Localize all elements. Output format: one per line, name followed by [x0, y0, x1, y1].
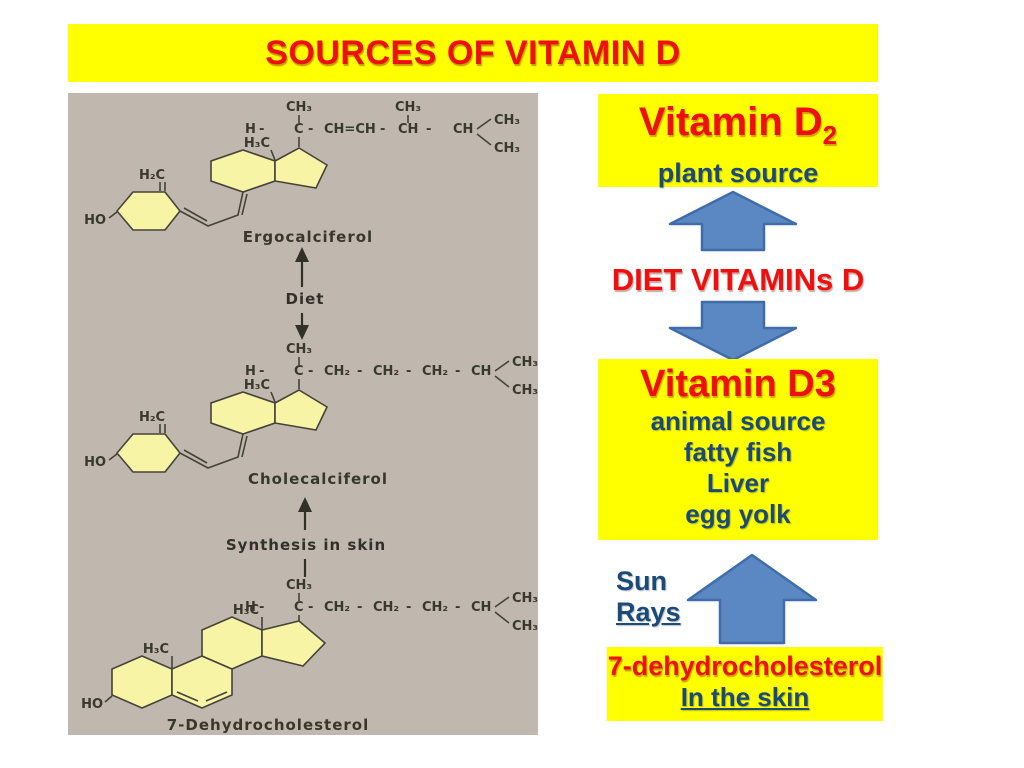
chem-label: CH₃ — [512, 355, 538, 370]
chem-label: C — [294, 122, 304, 137]
chem-label: CH₃ — [395, 100, 421, 115]
chem-label: H — [245, 600, 256, 615]
chem-label: - — [308, 364, 313, 379]
diet-arrow: Diet — [286, 247, 325, 340]
chem-label: CH₂ — [422, 364, 448, 379]
chem-label: CH — [471, 364, 491, 379]
ring-c — [210, 391, 276, 435]
title-bar: SOURCES OF VITAMIN D — [68, 24, 878, 82]
chem-label: H₂C — [139, 168, 165, 183]
chem-label: CH₃ — [286, 342, 312, 357]
vitamin-d2-subscript: 2 — [822, 120, 838, 150]
chem-label: CH₃ — [512, 591, 538, 606]
vitamin-d2-title-text: Vitamin D — [638, 100, 823, 144]
ergocalciferol-structure: CH₃ CH₃ H - C - CH=CH - CH - CH CH₃ CH₃ — [84, 100, 520, 246]
ring-d — [274, 389, 329, 431]
chem-label: - — [406, 364, 411, 379]
down-arrow-to-d3 — [668, 300, 798, 362]
vitamin-d2-title: Vitamin D2 — [598, 99, 878, 158]
chem-label: CH — [398, 122, 418, 137]
chem-label: CH₃ — [512, 383, 538, 398]
cholecalciferol-structure: CH₃ H - C - CH₂ - CH₂ - CH₂ - CH CH₃ CH₃ — [84, 342, 538, 488]
vitamin-d3-title: Vitamin D3 — [640, 363, 836, 405]
chem-label: - — [380, 122, 385, 137]
chem-label: CH=CH — [324, 122, 376, 137]
chem-label: - — [455, 600, 460, 615]
ring-d — [274, 147, 329, 189]
dehydrocholesterol-title: 7-dehydrocholesterol — [607, 651, 883, 681]
chem-label: - — [259, 600, 264, 615]
chem-label: - — [259, 122, 264, 137]
chem-label: H₃C — [233, 603, 259, 618]
dehydrocholesterol-subtitle: In the skin — [680, 682, 810, 712]
ring-c — [210, 149, 276, 193]
chem-label: CH₂ — [324, 600, 350, 615]
chem-label: - — [357, 600, 362, 615]
chem-label: H₃C — [244, 136, 270, 151]
chem-label: CH₃ — [494, 113, 520, 128]
structure-name: 7-Dehydrocholesterol — [167, 716, 370, 734]
chem-label: CH₃ — [512, 619, 538, 634]
vitamin-d3-line: Liver — [706, 468, 770, 498]
chem-label: CH₂ — [422, 600, 448, 615]
chem-label: H₃C — [244, 378, 270, 393]
chem-label: CH₂ — [373, 600, 399, 615]
vitamin-d3-line: fatty fish — [683, 437, 793, 467]
ring-d — [261, 620, 327, 667]
sun-rays-label: Sun Rays — [616, 566, 681, 628]
chem-label: - — [308, 600, 313, 615]
page-title: SOURCES OF VITAMIN D — [265, 33, 681, 72]
ring-a — [115, 191, 182, 231]
structure-name: Ergocalciferol — [243, 228, 373, 246]
chem-label: - — [357, 364, 362, 379]
chem-label: CH₃ — [286, 100, 312, 115]
chem-label: - — [259, 364, 264, 379]
chem-label: H₂C — [139, 410, 165, 425]
synthesis-arrow: Synthesis in skin — [226, 497, 386, 577]
diet-vitamins-label: DIET VITAMINs D — [611, 262, 865, 297]
chem-label: HO — [84, 455, 106, 470]
synthesis-label: Synthesis in skin — [226, 536, 386, 554]
ring-a — [115, 433, 182, 473]
chem-label: CH₂ — [373, 364, 399, 379]
chem-label: C — [294, 364, 304, 379]
chem-label: C — [294, 600, 304, 615]
vitamin-d3-line: animal source — [650, 406, 826, 436]
chem-label: - — [406, 600, 411, 615]
vitamin-d2-subtitle: plant source — [657, 158, 819, 188]
chem-label: CH — [471, 600, 491, 615]
diet-label: Diet — [286, 290, 325, 308]
chem-label: CH₂ — [324, 364, 350, 379]
chem-label: - — [426, 122, 431, 137]
sun-label-line1: Sun — [616, 566, 667, 596]
chem-label: HO — [84, 213, 106, 228]
chemical-pathway-figure: CH₃ CH₃ H - C - CH=CH - CH - CH CH₃ CH₃ — [68, 93, 538, 735]
ring-a — [111, 655, 173, 709]
vitamin-d3-line: egg yolk — [685, 499, 791, 529]
chem-label: - — [308, 122, 313, 137]
chem-label: CH₃ — [286, 578, 312, 593]
structure-name: Cholecalciferol — [248, 470, 388, 488]
up-arrow-sun-rays — [686, 553, 818, 645]
dehydrocholesterol-box: 7-dehydrocholesterol In the skin — [607, 647, 883, 721]
chem-label: CH — [453, 122, 473, 137]
chemical-pathway-svg: CH₃ CH₃ H - C - CH=CH - CH - CH CH₃ CH₃ — [81, 100, 538, 734]
up-arrow-to-d2 — [668, 190, 798, 252]
chem-label: H — [245, 364, 256, 379]
chem-label: CH₃ — [494, 141, 520, 156]
chem-label: H₃C — [143, 642, 169, 657]
vitamin-d2-box: Vitamin D2 plant source — [598, 94, 878, 188]
vitamin-d3-box: Vitamin D3 animal source fatty fish Live… — [598, 359, 878, 540]
chem-label: H — [245, 122, 256, 137]
chem-label: HO — [81, 697, 103, 712]
sun-label-line2: Rays — [616, 597, 681, 627]
dehydrocholesterol-structure: CH₃ H - C - CH₂ - CH₂ - CH₂ - CH CH₃ CH₃ — [81, 578, 538, 734]
chem-label: - — [455, 364, 460, 379]
